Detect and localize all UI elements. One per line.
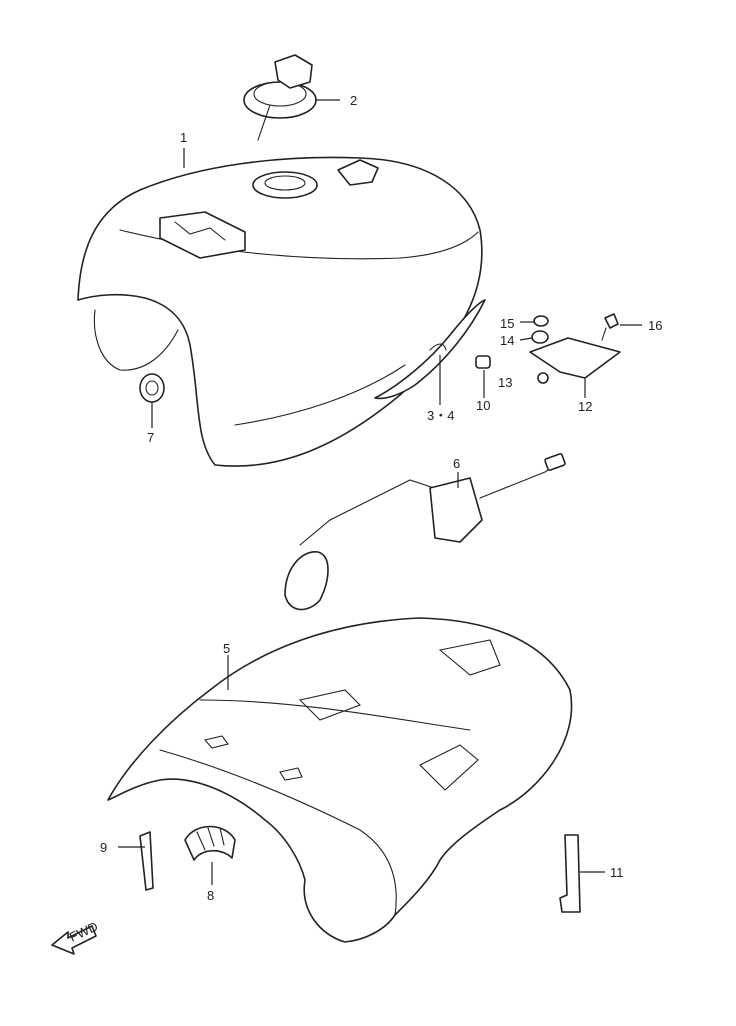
cable-tie[interactable] [139, 831, 154, 891]
callout-5: 5 [223, 641, 230, 656]
callout-16: 16 [648, 318, 662, 333]
callout-labels: 1 2 3・4 5 6 7 8 9 10 11 12 13 14 15 16 [100, 93, 662, 903]
callout-7: 7 [147, 430, 154, 445]
fwd-arrow-icon: FWD [51, 919, 100, 955]
callout-12: 12 [578, 399, 592, 414]
callout-8: 8 [207, 888, 214, 903]
callout-10: 10 [476, 398, 490, 413]
fuel-cap[interactable] [243, 54, 317, 141]
callout-11: 11 [610, 865, 624, 880]
callout-2: 2 [350, 93, 357, 108]
callout-6: 6 [453, 456, 460, 471]
fuel-sender[interactable] [284, 453, 566, 611]
clamp[interactable] [184, 825, 236, 861]
callout-14: 14 [500, 333, 514, 348]
mounting-hardware[interactable] [475, 313, 621, 384]
callout-3-4: 3・4 [427, 408, 454, 423]
grommet[interactable] [139, 373, 165, 403]
callout-15: 15 [500, 316, 514, 331]
strap[interactable] [559, 834, 581, 913]
fuel-tank[interactable] [77, 156, 486, 467]
leader-lines [118, 99, 642, 885]
tank-cover[interactable] [107, 617, 573, 943]
callout-9: 9 [100, 840, 107, 855]
callout-1: 1 [180, 130, 187, 145]
callout-13: 13 [498, 375, 512, 390]
